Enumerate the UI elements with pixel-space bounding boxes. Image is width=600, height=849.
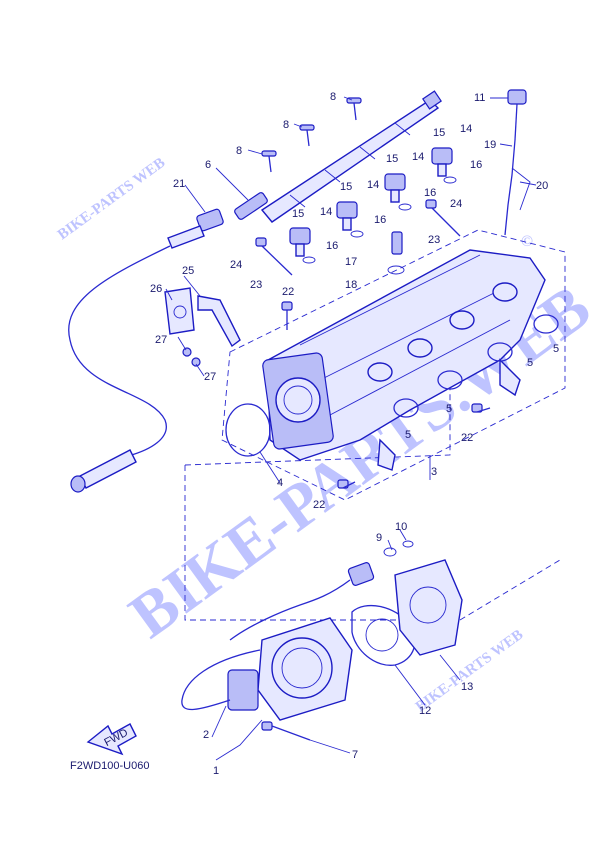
callout-15: 15 [386, 153, 398, 165]
throttle-gasket [351, 604, 416, 666]
callout-6: 6 [205, 159, 211, 171]
callout-2: 2 [203, 729, 209, 741]
callout-24: 24 [230, 259, 242, 271]
watermark-top-left: BIKE-PARTS WEB [55, 155, 168, 244]
callout-23: 23 [250, 279, 262, 291]
throttle-sensor-lead [229, 540, 414, 641]
callout-16: 16 [424, 187, 436, 199]
callout-15: 15 [433, 127, 445, 139]
callout-4: 4 [277, 477, 283, 489]
copyright-mark: © [521, 233, 533, 250]
sensor-11 [504, 89, 531, 236]
callout-21: 21 [173, 178, 185, 190]
callout-16: 16 [470, 159, 482, 171]
callout-5: 5 [405, 429, 411, 441]
callout-18: 18 [345, 279, 357, 291]
callout-14: 14 [320, 206, 332, 218]
callout-1: 1 [213, 765, 219, 777]
callout-14: 14 [460, 123, 472, 135]
callout-7: 7 [352, 749, 358, 761]
diagram-code: F2WD100-U060 [70, 760, 150, 772]
callout-17: 17 [345, 256, 357, 268]
callout-10: 10 [395, 521, 407, 533]
callout-13: 13 [461, 681, 473, 693]
callout-8: 8 [236, 145, 242, 157]
callout-27: 27 [204, 371, 216, 383]
callout-5: 5 [553, 343, 559, 355]
callout-14: 14 [367, 179, 379, 191]
callout-23: 23 [428, 234, 440, 246]
callout-22: 22 [282, 286, 294, 298]
callout-labels: 8 8 8 6 11 19 20 15 14 15 14 16 15 14 16… [150, 91, 559, 777]
callout-8: 8 [330, 91, 336, 103]
callout-27: 27 [155, 334, 167, 346]
throttle-bolt-7 [261, 721, 311, 741]
bracket [164, 287, 241, 367]
injector-o-ring [302, 176, 457, 264]
callout-14: 14 [412, 151, 424, 163]
callout-16: 16 [326, 240, 338, 252]
callout-15: 15 [292, 208, 304, 220]
intake-manifold [262, 231, 546, 471]
callout-11: 11 [474, 92, 485, 104]
callout-22: 22 [313, 499, 325, 511]
callout-25: 25 [182, 265, 194, 277]
manifold-o-ring [225, 314, 559, 457]
callout-8: 8 [283, 119, 289, 131]
callout-22: 22 [461, 432, 473, 444]
callout-5: 5 [446, 403, 452, 415]
fuel-rail [234, 90, 442, 223]
throttle-adapter [394, 559, 463, 656]
fwd-arrow-icon: FWD [86, 723, 137, 756]
callout-3: 3 [431, 466, 437, 478]
throttle-body [181, 617, 353, 721]
callout-20: 20 [536, 180, 548, 192]
callout-5: 5 [527, 357, 533, 369]
callout-12: 12 [419, 705, 431, 717]
callout-16: 16 [374, 214, 386, 226]
callout-9: 9 [376, 532, 382, 544]
fuel-injector [289, 147, 453, 257]
leader-lines [165, 96, 537, 761]
callout-15: 15 [340, 181, 352, 193]
fuel-hose [68, 208, 224, 493]
callout-19: 19 [484, 139, 496, 151]
callout-24: 24 [450, 198, 462, 210]
callout-26: 26 [150, 283, 162, 295]
bolt [255, 199, 491, 489]
